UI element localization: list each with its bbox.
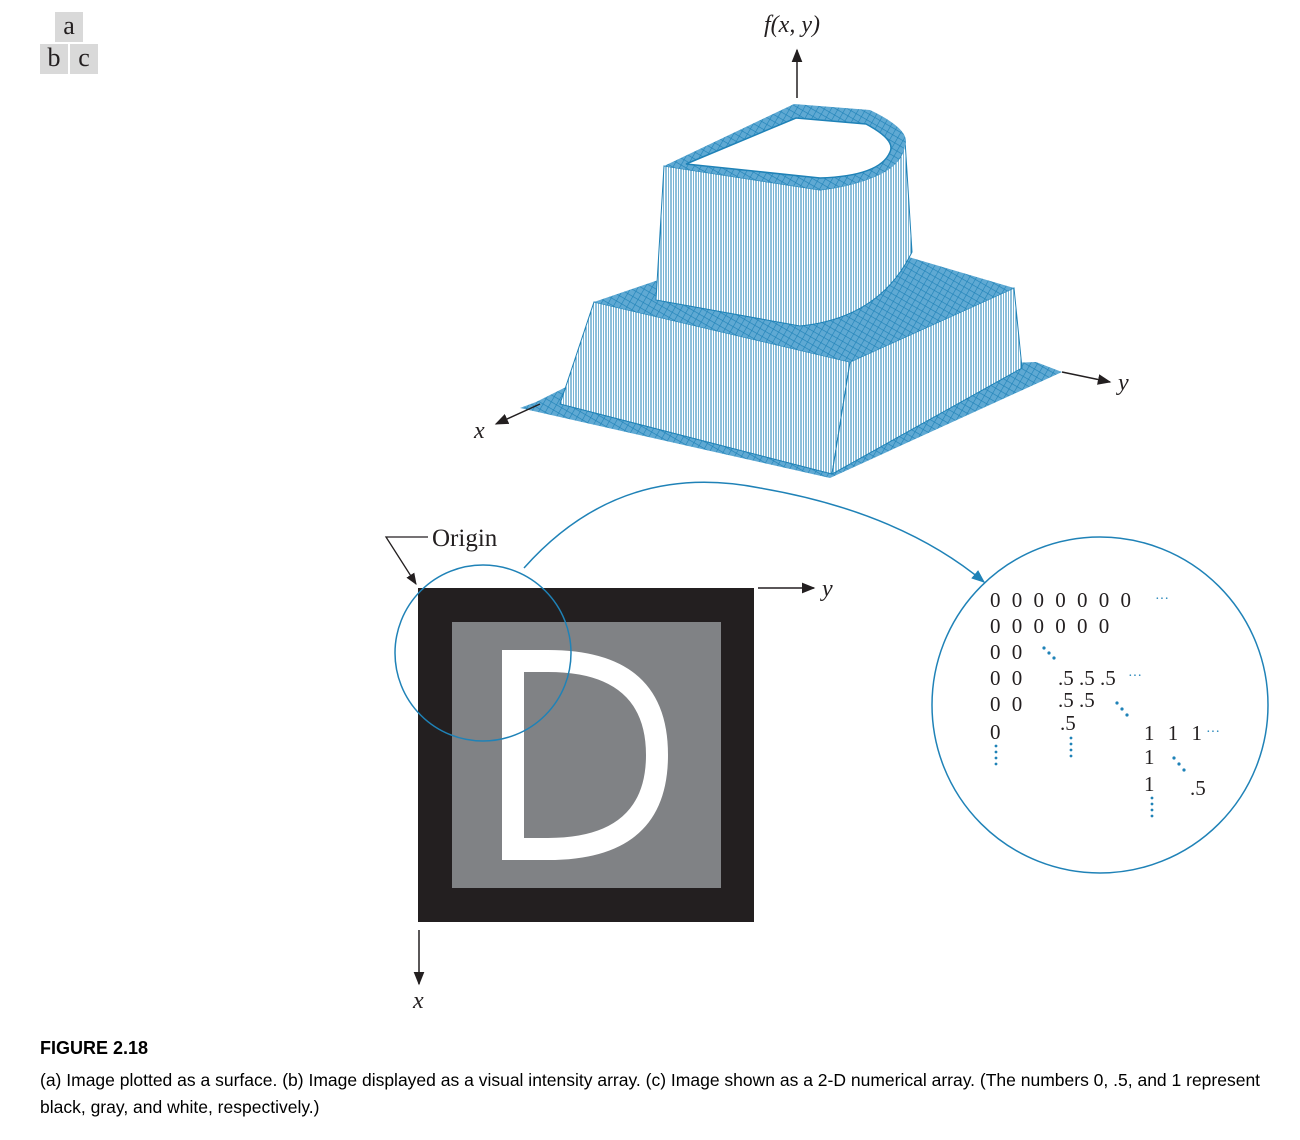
- array-ellipsis-one-row: ···: [1206, 725, 1220, 740]
- array-one-row-2: 1: [1144, 745, 1155, 769]
- array-ellipsis-half-row: ···: [1128, 669, 1142, 684]
- array-row-6: 0: [990, 720, 1004, 744]
- array-row-1: 0 0 0 0 0 0 0: [990, 588, 1134, 612]
- figure-label: FIGURE 2.18: [40, 1038, 149, 1058]
- panel-keys: a b c: [40, 12, 100, 74]
- figure-caption-text: (a) Image plotted as a surface. (b) Imag…: [40, 1070, 1261, 1117]
- array-half-row-2: .5 .5: [1058, 688, 1095, 712]
- numeric-array-panel: 0 0 0 0 0 0 0 0 0 0 0 0 0 0 0 0 0 0 0 0 …: [931, 536, 1269, 874]
- array-continuation-dots: [994, 646, 1186, 818]
- array-row-5: 0 0: [990, 692, 1025, 716]
- surface-y-axis-label: y: [1116, 370, 1129, 396]
- panel-key-a: a: [55, 12, 83, 42]
- origin-zoom-circle: [394, 564, 572, 742]
- intensity-image-panel: Origin y x: [384, 525, 833, 1014]
- panel-key-b: b: [40, 44, 68, 74]
- surface-y-axis: [1061, 371, 1112, 385]
- array-row-3: 0 0: [990, 640, 1025, 664]
- array-half-row-3: .5: [1060, 711, 1076, 735]
- array-one-row-1: 1 1 1: [1144, 721, 1206, 745]
- origin-leader-line: [384, 536, 428, 585]
- array-ellipsis-row-1: ···: [1155, 592, 1169, 607]
- array-half-value: .5: [1190, 776, 1206, 800]
- figure-illustration: f(x, y) y x Origin y x 0 0 0 0 0 0 0 0 0…: [384, 12, 1269, 1014]
- figure-caption: FIGURE 2.18 (a) Image plotted as a surfa…: [40, 1038, 1280, 1121]
- zoom-connector-arc: [523, 481, 986, 583]
- panel-key-c: c: [70, 44, 98, 74]
- intensity-letter-d: [502, 650, 668, 860]
- surface-plot: f(x, y) y x: [473, 12, 1129, 478]
- intensity-y-axis-label: y: [820, 576, 833, 602]
- surface-x-axis-label: x: [473, 418, 485, 444]
- surface-z-axis-label: f(x, y): [764, 12, 820, 38]
- array-one-row-3: 1: [1144, 772, 1155, 796]
- surface-x-axis: [494, 403, 541, 425]
- array-half-row-1: .5 .5 .5: [1058, 666, 1116, 690]
- intensity-x-axis-label: x: [412, 988, 424, 1014]
- origin-label: Origin: [432, 525, 498, 552]
- numeric-array-circle: [931, 536, 1269, 874]
- array-row-2: 0 0 0 0 0 0: [990, 614, 1112, 638]
- array-row-4: 0 0: [990, 666, 1025, 690]
